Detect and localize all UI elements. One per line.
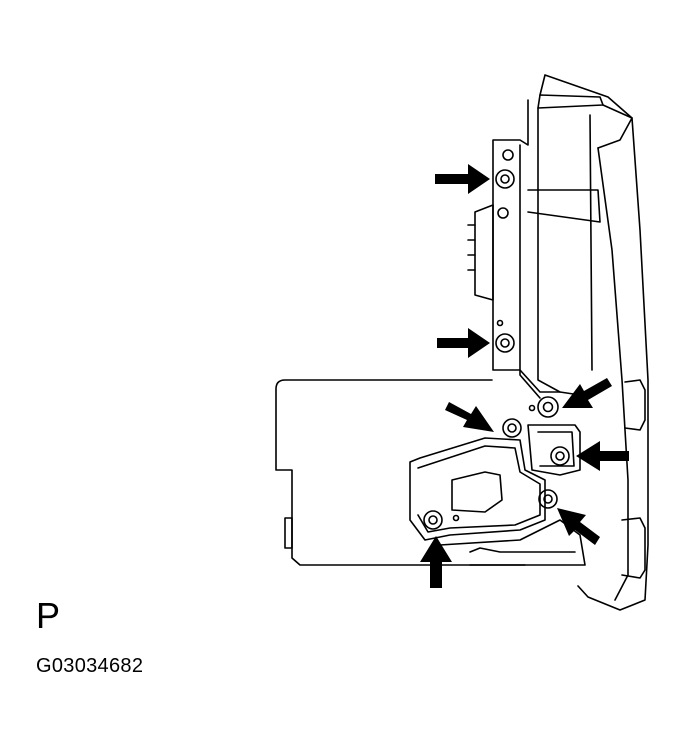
bumper-upper	[624, 379, 646, 431]
arrow-upper-middle-bolt	[437, 328, 490, 358]
figure-code: G03034682	[36, 655, 144, 677]
upper-bracket-channel	[537, 107, 581, 396]
outer-door-panel-top-flap	[537, 94, 604, 109]
hole-lock	[452, 514, 460, 522]
outer-door-panel-top-corner	[597, 104, 633, 149]
arrow-lower-right-bolt	[557, 508, 600, 545]
outer-door-panel	[539, 74, 649, 611]
side-connector-teeth	[467, 224, 476, 271]
upper-bracket-channel-edge	[589, 114, 593, 371]
side-connector	[474, 204, 494, 301]
arrow-center-left-bolt	[445, 402, 494, 432]
striker-bracket	[527, 424, 581, 476]
bolt-upper-right	[537, 396, 559, 418]
bolt-lower-right	[538, 489, 558, 509]
upper-bracket-inner-rail	[519, 144, 541, 399]
arrow-upper-right-bolt	[562, 378, 612, 408]
lower-rod	[469, 547, 576, 553]
cross-strap	[527, 189, 601, 223]
hole-right	[528, 404, 536, 412]
background-panel-outline	[275, 379, 526, 566]
hole-top-small	[502, 149, 514, 161]
bumper-lower	[621, 517, 646, 579]
bolt-bottom	[423, 510, 443, 530]
lower-stub	[284, 517, 293, 549]
striker-bracket-inner	[537, 431, 575, 467]
arrow-right-bolt	[576, 441, 629, 471]
hole-upper	[497, 207, 509, 219]
bolt-top	[495, 169, 515, 189]
lock-body-plate	[409, 437, 546, 541]
upper-bracket-plate	[492, 99, 561, 393]
bolt-center-left	[502, 418, 522, 438]
bolt-right	[550, 446, 570, 466]
view-letter: P	[36, 595, 61, 636]
lock-body-slot	[451, 471, 503, 513]
arrow-top-bolt	[435, 164, 490, 194]
bolt-upper-middle	[495, 333, 515, 353]
hole-middle	[496, 319, 504, 327]
outer-door-panel-inner-edge	[597, 147, 629, 601]
lock-body-plate-inner	[417, 445, 541, 533]
arrow-bottom-bolt	[420, 536, 452, 588]
